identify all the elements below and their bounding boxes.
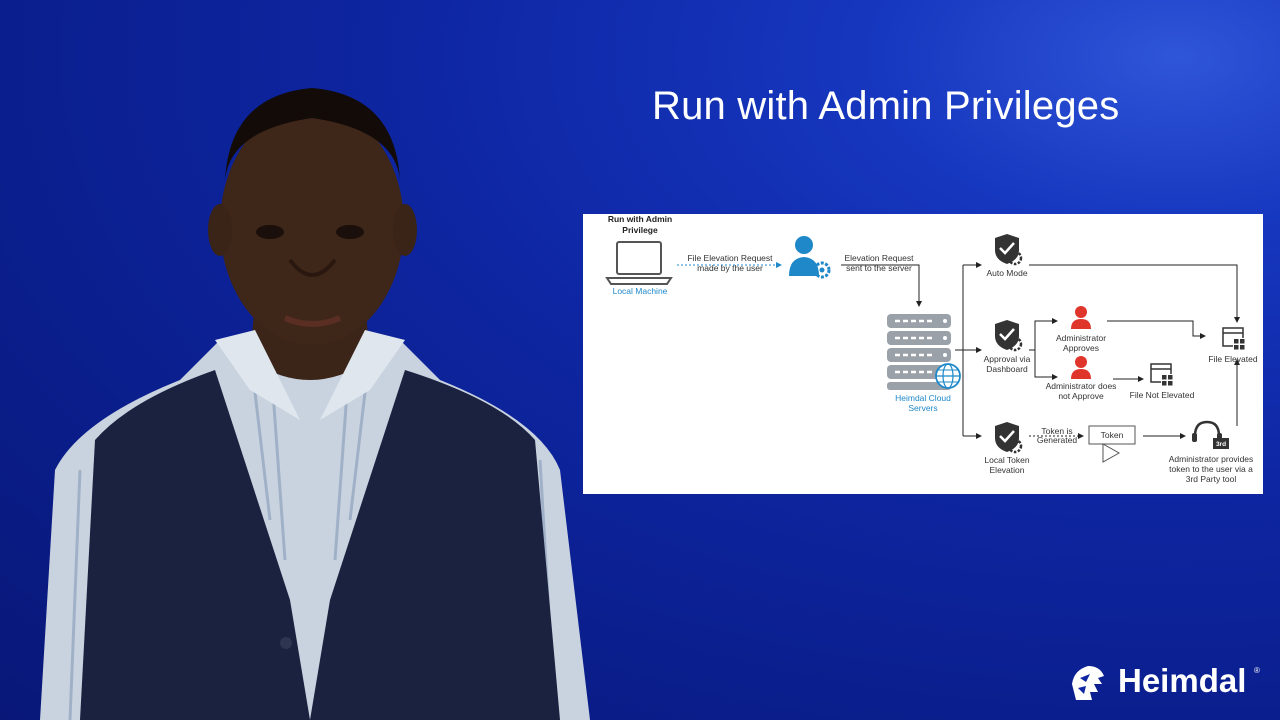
admin-not-approve-icon	[1071, 356, 1091, 379]
registered-mark: ®	[1254, 666, 1260, 675]
provides-label-1: Administrator provides	[1169, 454, 1254, 464]
admin-approves-label-1: Administrator	[1056, 333, 1106, 343]
server-request-arrow	[841, 264, 922, 307]
heimdal-logo: Heimdal ®	[1068, 660, 1268, 706]
local-token-label-1: Local Token	[984, 455, 1029, 465]
shield-check-icon-auto	[995, 234, 1023, 266]
approval-label-1: Approval via	[984, 354, 1031, 364]
provides-label-2: token to the user via a	[1169, 464, 1253, 474]
server-request-label-1: Elevation Request	[845, 253, 915, 263]
token-label: Token	[1101, 430, 1124, 440]
user-gear-icon	[789, 236, 831, 279]
shield-check-icon-approval	[995, 320, 1023, 352]
helmet-icon	[1072, 666, 1104, 700]
cloud-servers-label-2: Servers	[908, 403, 937, 413]
provides-label-3: 3rd Party tool	[1186, 474, 1237, 484]
presenter	[40, 88, 590, 720]
server-icon	[887, 314, 951, 390]
globe-icon	[935, 363, 961, 389]
auto-to-elevated-arrow	[1029, 264, 1240, 323]
file-not-elevated-label: File Not Elevated	[1130, 390, 1195, 400]
token-gen-label-2: Generated	[1037, 435, 1077, 445]
file-elevated-label: File Elevated	[1208, 354, 1257, 364]
admin-approves-icon	[1071, 306, 1091, 329]
laptop-icon	[605, 241, 673, 285]
local-machine-label: Local Machine	[613, 286, 668, 296]
approves-to-elevated-arrow	[1107, 320, 1206, 339]
local-token-label-2: Elevation	[990, 465, 1025, 475]
server-request-label-2: sent to the server	[846, 263, 912, 273]
admin-not-label-2: not Approve	[1058, 391, 1104, 401]
headset-icon	[1192, 420, 1229, 449]
diagram-panel: Run with Admin Privilege Local Machine F…	[583, 214, 1263, 494]
slide-title: Run with Admin Privileges	[652, 84, 1120, 128]
request-label-2: made by the user	[697, 263, 763, 273]
brand-name: Heimdal	[1118, 662, 1247, 699]
diagram-heading-2: Privilege	[622, 225, 658, 235]
auto-mode-label: Auto Mode	[986, 268, 1027, 278]
token-box	[1088, 425, 1136, 463]
shield-check-icon-token	[995, 422, 1023, 454]
admin-approves-label-2: Approves	[1063, 343, 1099, 353]
elevation-flow-diagram: Run with Admin Privilege Local Machine F…	[605, 214, 1258, 484]
window-icon-not-elevated	[1150, 363, 1173, 386]
third-party-badge: 3rd	[1216, 441, 1226, 448]
cloud-servers-label-1: Heimdal Cloud	[895, 393, 951, 403]
request-label-1: File Elevation Request	[687, 253, 773, 263]
approval-label-2: Dashboard	[986, 364, 1028, 374]
window-icon-elevated	[1222, 327, 1245, 350]
token-gen-label-1: Token is	[1041, 426, 1072, 436]
admin-not-label-1: Administrator does	[1046, 381, 1117, 391]
diagram-heading-1: Run with Admin	[608, 214, 672, 224]
